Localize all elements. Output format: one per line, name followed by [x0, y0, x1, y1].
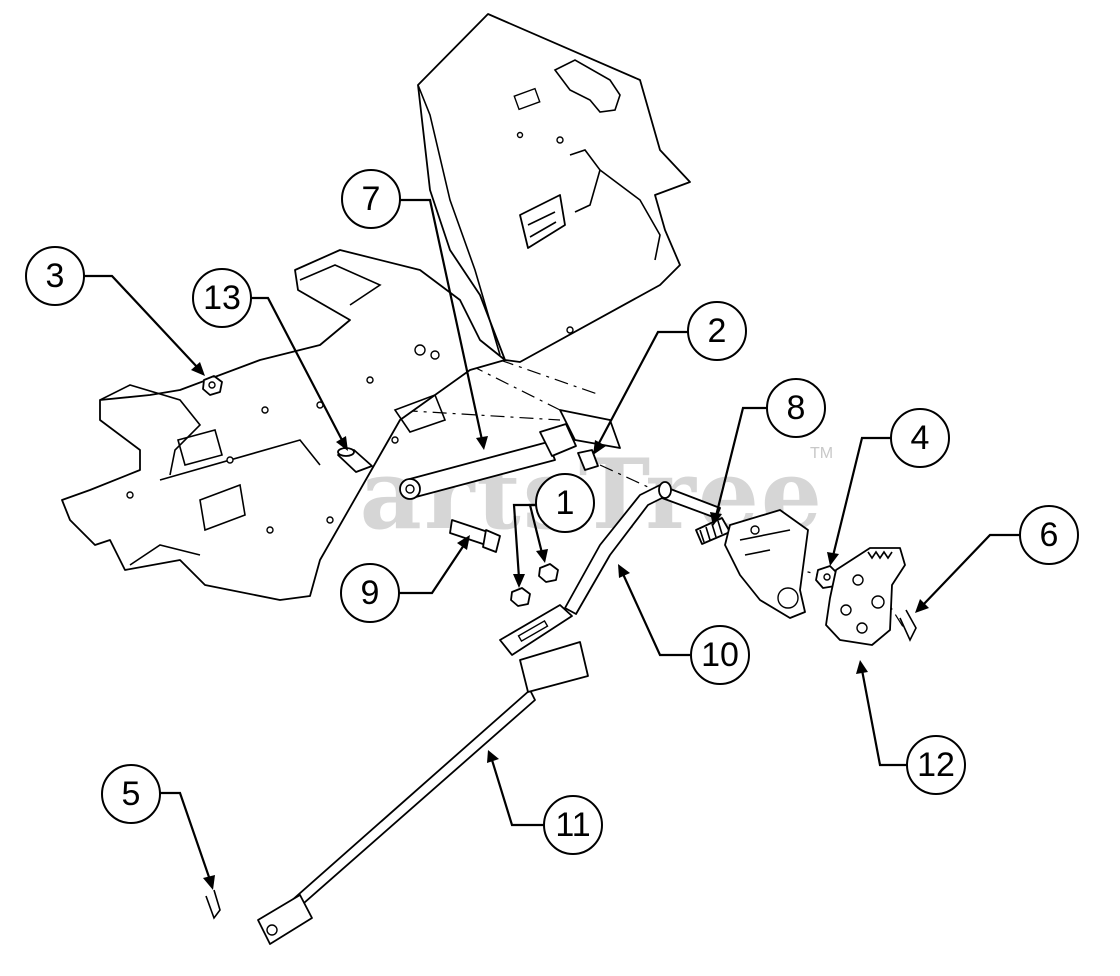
callout-6-label: 6 [1040, 516, 1059, 554]
callout-8: 8 [766, 378, 826, 438]
callout-3-label: 3 [46, 257, 65, 295]
callout-12-label: 12 [917, 746, 955, 784]
dash-panel-frame [417, 13, 691, 363]
part-10-shift-rod [499, 481, 721, 656]
callout-5: 5 [101, 764, 161, 824]
callout-3: 3 [25, 246, 85, 306]
part-3-nut [202, 375, 223, 396]
part-6-hair-pin [899, 609, 917, 642]
callout-7: 7 [341, 169, 401, 229]
callout-11-label: 11 [555, 806, 590, 844]
callout-4: 4 [890, 408, 950, 468]
callout-7-label: 7 [362, 180, 381, 218]
part-5-hair-pin [205, 889, 221, 920]
part-2-stud [559, 409, 621, 471]
callout-1: 1 [535, 473, 595, 533]
callout-5-label: 5 [122, 775, 141, 813]
part-9-bolt [449, 519, 501, 553]
callout-8-label: 8 [787, 389, 806, 427]
callout-10-label: 10 [701, 636, 739, 674]
part-7-gas-spring [399, 423, 577, 500]
part-12-detent-plate [825, 547, 906, 646]
part-11-link-rod [257, 641, 589, 945]
callout-12: 12 [906, 735, 966, 795]
callout-1-label: 1 [556, 484, 575, 522]
part-1-nuts [510, 563, 559, 607]
shift-bracket [724, 509, 809, 619]
leader-lines [83, 198, 1022, 890]
callout-9-label: 9 [361, 574, 380, 612]
watermark-trademark: TM [810, 445, 833, 462]
callout-10: 10 [690, 625, 750, 685]
callout-13-label: 13 [203, 279, 241, 317]
callout-2: 2 [687, 301, 747, 361]
part-13-spacer [337, 447, 373, 473]
callout-13: 13 [192, 268, 252, 328]
callout-9: 9 [340, 563, 400, 623]
callout-2-label: 2 [708, 312, 727, 350]
main-frame [61, 249, 506, 601]
callout-4-label: 4 [911, 419, 930, 457]
callout-6: 6 [1019, 505, 1079, 565]
callout-11: 11 [543, 795, 603, 855]
